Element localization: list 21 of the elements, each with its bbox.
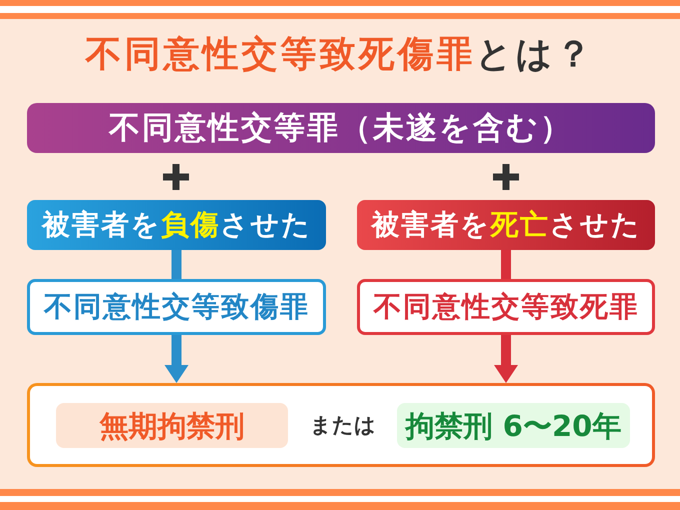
condition-text: 被害者を負傷させた	[42, 207, 312, 243]
condition-text: 被害者を死亡させた	[371, 207, 641, 243]
penalty-text: 無期拘禁刑	[100, 408, 244, 444]
penalty-box	[397, 403, 630, 448]
banner-text: 不同意性交等罪（未遂を含む）	[109, 109, 573, 147]
offense-name: 不同意性交等致死罪	[373, 289, 639, 325]
crime-banner	[27, 103, 655, 153]
or-text: または	[309, 412, 377, 439]
arrow	[494, 335, 518, 383]
condition-box	[357, 200, 655, 250]
offense-box	[27, 279, 326, 335]
condition-box	[27, 200, 326, 250]
connector-line	[172, 250, 182, 279]
penalty-panel	[27, 383, 655, 467]
arrow	[164, 335, 188, 383]
connector-line	[501, 250, 511, 279]
penalty-box	[56, 403, 288, 448]
offense-name: 不同意性交等致傷罪	[44, 289, 310, 325]
penalty-text: 拘禁刑 6〜20年	[406, 408, 622, 444]
offense-box	[357, 279, 655, 335]
title: 不同意性交等致死傷罪とは？	[86, 33, 594, 77]
